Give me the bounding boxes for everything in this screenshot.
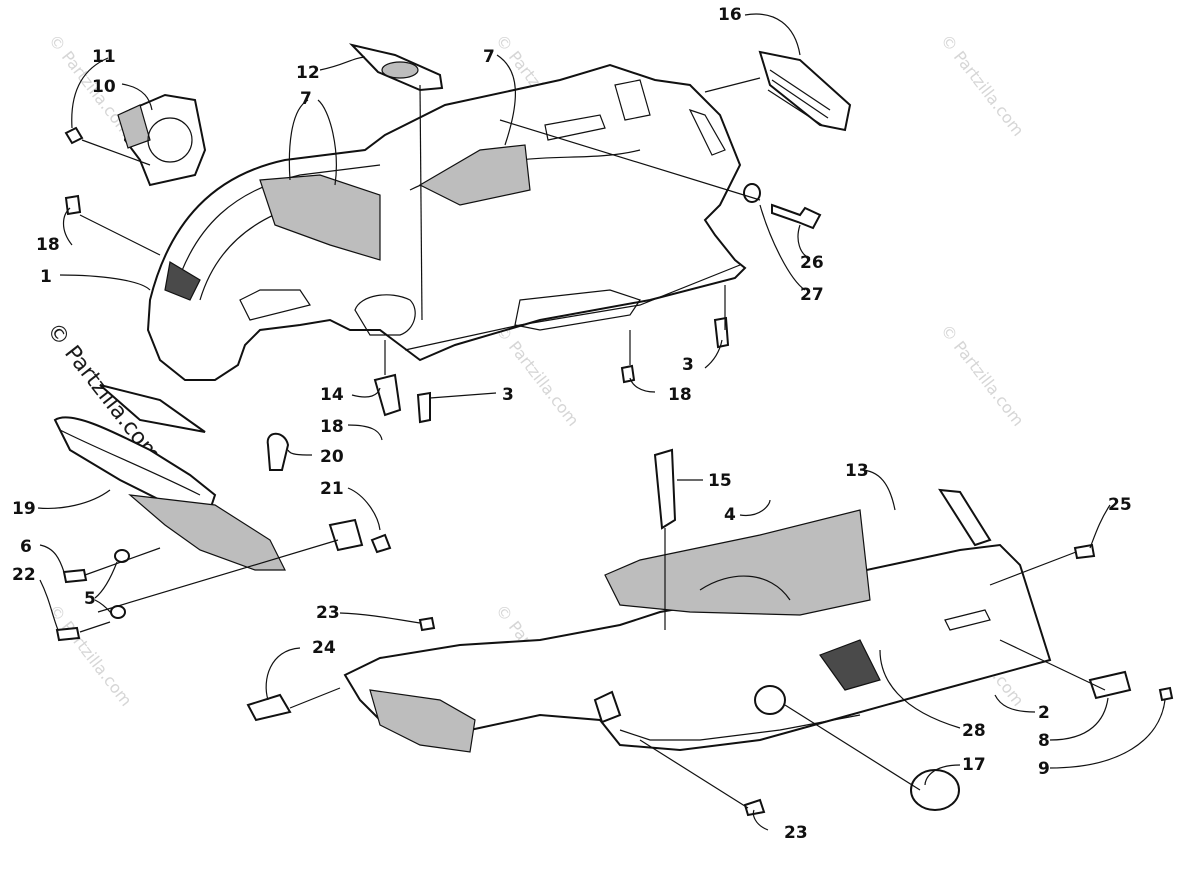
callout-17: 17 <box>962 755 986 775</box>
callout-7: 7 <box>483 47 495 67</box>
callout-labels: 11 10 12 7 7 16 18 1 26 27 3 18 14 3 18 … <box>12 5 1132 843</box>
leader-lines <box>37 13 1166 831</box>
bumper-drawing <box>53 384 286 571</box>
callout-15: 15 <box>708 471 732 491</box>
callout-3: 3 <box>502 385 514 405</box>
callout-24: 24 <box>312 638 336 658</box>
callout-12: 12 <box>296 63 320 83</box>
callout-20: 20 <box>320 447 344 467</box>
callout-23: 23 <box>784 823 808 843</box>
callout-19: 19 <box>12 499 36 519</box>
callout-18: 18 <box>668 385 692 405</box>
callout-27: 27 <box>800 285 824 305</box>
small-parts-drawing <box>55 194 1174 817</box>
callout-8: 8 <box>1038 731 1050 751</box>
callout-25: 25 <box>1108 495 1132 515</box>
callout-26: 26 <box>800 253 824 273</box>
callout-3: 3 <box>682 355 694 375</box>
watermark: © Partzilla.com <box>492 321 583 430</box>
callout-6: 6 <box>20 537 32 557</box>
callout-21: 21 <box>320 479 344 499</box>
callout-22: 22 <box>12 565 36 585</box>
upper-shroud-drawing <box>146 63 747 381</box>
headlight-housing-drawing <box>64 93 207 187</box>
watermark: © Partzilla.com <box>937 31 1028 140</box>
callout-13: 13 <box>845 461 869 481</box>
callout-4: 4 <box>724 505 736 525</box>
callout-18: 18 <box>36 235 60 255</box>
callout-28: 28 <box>962 721 986 741</box>
callout-2: 2 <box>1038 703 1050 723</box>
vent-grille-drawing <box>758 50 852 132</box>
callout-9: 9 <box>1038 759 1050 779</box>
watermark: © Partzilla.com <box>937 321 1028 430</box>
cap-drawing <box>348 43 444 92</box>
bolt-washer-drawing <box>743 183 822 230</box>
callout-16: 16 <box>718 5 742 25</box>
callout-11: 11 <box>92 47 116 67</box>
callout-14: 14 <box>320 385 344 405</box>
belly-pan-drawing <box>343 488 1052 753</box>
callout-5: 5 <box>84 589 96 609</box>
callout-10: 10 <box>92 77 116 97</box>
callout-7: 7 <box>300 89 312 109</box>
callout-1: 1 <box>40 267 52 287</box>
callout-23: 23 <box>316 603 340 623</box>
callout-18: 18 <box>320 417 344 437</box>
